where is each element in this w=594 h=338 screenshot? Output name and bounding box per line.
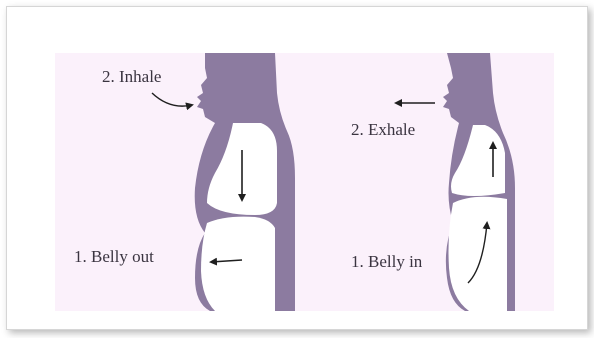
image-frame: 2. Inhale 1. Belly out 2. Exhale 1. Bell… [6, 6, 588, 330]
belly-out-label: 1. Belly out [74, 248, 154, 265]
left-belly-chamber [201, 217, 275, 311]
inhale-label: 2. Inhale [102, 68, 161, 85]
breathing-diagram: 2. Inhale 1. Belly out 2. Exhale 1. Bell… [55, 53, 554, 311]
inhale-arrow [152, 93, 192, 106]
left-figure [152, 53, 295, 311]
exhale-label: 2. Exhale [351, 121, 415, 138]
breathing-illustration [55, 53, 554, 311]
belly-in-label: 1. Belly in [351, 253, 422, 270]
right-figure [396, 53, 515, 311]
right-belly-chamber [449, 197, 508, 311]
